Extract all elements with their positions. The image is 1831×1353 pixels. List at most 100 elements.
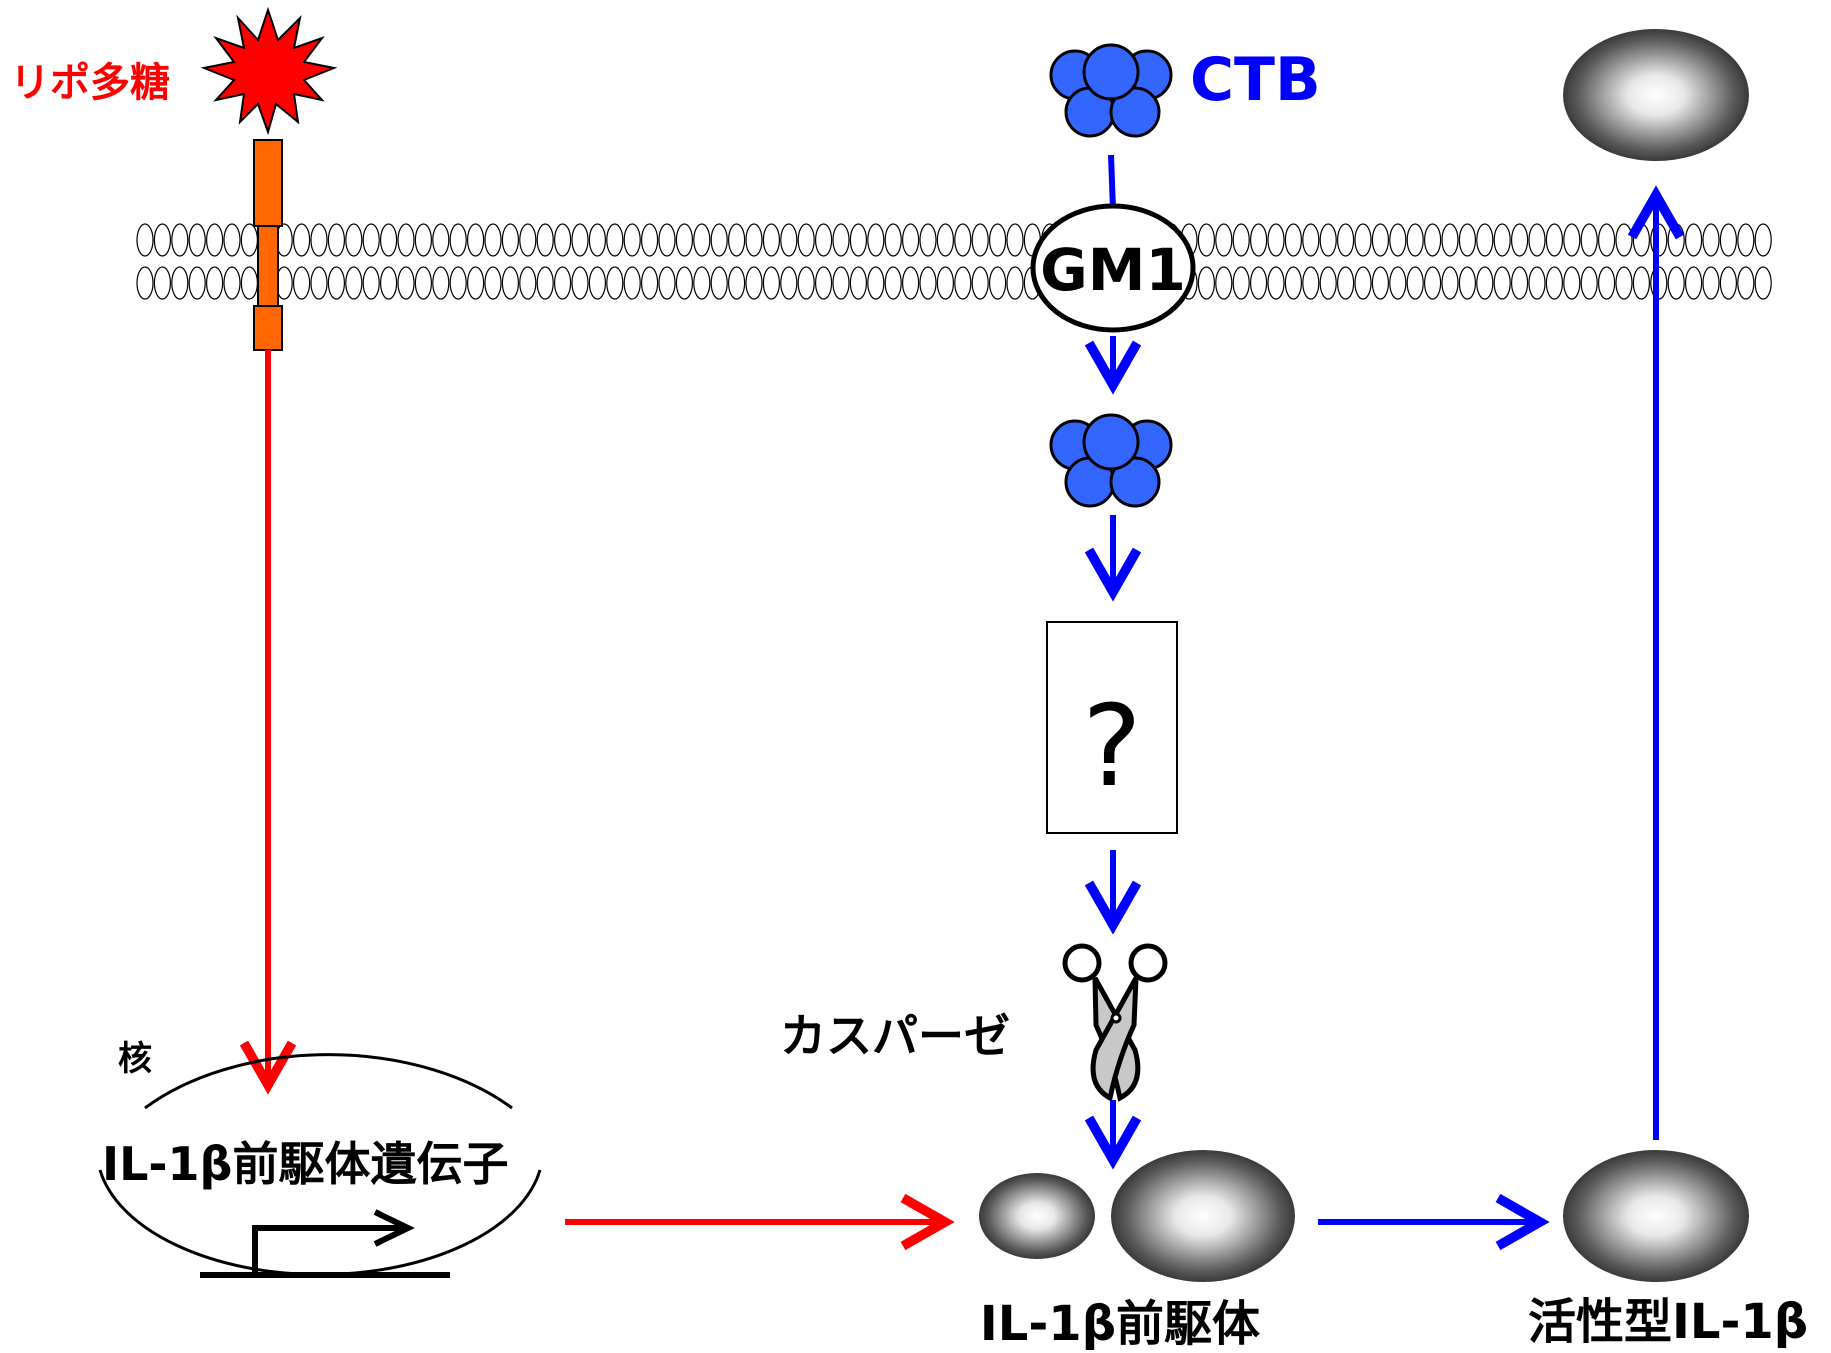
lipid-head <box>293 266 311 300</box>
unknown-factor-label: ? <box>1082 682 1141 812</box>
lipid-head <box>1284 266 1303 300</box>
lipid-head <box>606 266 624 300</box>
lipid-head <box>936 223 955 257</box>
lipid-head <box>588 266 607 300</box>
lipid-head <box>1406 223 1424 257</box>
lipid-head <box>1336 266 1355 300</box>
lipid-head <box>397 223 415 257</box>
lipid-head <box>936 266 955 300</box>
caspase-label: カスパーゼ <box>780 1009 1010 1063</box>
lipid-head <box>988 223 1007 257</box>
lipid-head <box>814 223 833 257</box>
lipid-head <box>484 266 502 300</box>
lipid-head <box>1667 223 1685 257</box>
il1b-precursor-protein <box>979 1150 1295 1282</box>
lipid-head <box>223 223 241 257</box>
lipid-head <box>727 266 746 300</box>
lipid-head <box>206 223 224 257</box>
lipid-head <box>1458 266 1477 300</box>
lipid-head <box>832 223 850 257</box>
lipid-head <box>780 223 798 257</box>
lipid-head <box>571 266 589 300</box>
lipid-head <box>397 266 415 300</box>
lipid-head <box>327 223 345 257</box>
lipid-head <box>1267 266 1285 300</box>
lipid-head <box>1528 223 1546 257</box>
lipid-head <box>1371 266 1390 300</box>
lps-receptor <box>253 139 283 351</box>
lipid-head <box>536 266 554 300</box>
lipid-head <box>901 266 920 300</box>
lipid-head <box>1476 266 1494 300</box>
lipid-head <box>553 266 572 300</box>
lipid-head <box>832 266 850 300</box>
lipid-head <box>1632 223 1651 257</box>
nucleus-envelope <box>144 1053 513 1110</box>
lipid-head <box>153 266 171 300</box>
lipid-head <box>553 223 572 257</box>
active-il1b-label: 活性型IL-1β <box>1528 1294 1808 1350</box>
gene-promoter-icon <box>200 1209 450 1278</box>
lipid-head <box>814 266 833 300</box>
precursor-label: IL-1β前駆体 <box>980 1296 1260 1352</box>
lipid-head <box>1232 223 1250 257</box>
lipid-head <box>240 223 258 257</box>
lipid-head <box>623 223 641 257</box>
lipid-head <box>762 223 781 257</box>
lipid-head <box>501 266 519 300</box>
lipid-head <box>188 223 206 257</box>
lipid-head <box>310 223 328 257</box>
lipid-head <box>432 223 450 257</box>
lipid-head <box>867 223 885 257</box>
lipid-head <box>1371 223 1390 257</box>
lipid-head <box>971 266 989 300</box>
lps-starburst-icon <box>200 6 338 136</box>
lipid-head <box>1441 266 1459 300</box>
lipid-head <box>588 223 607 257</box>
lipid-head <box>954 266 972 300</box>
lipid-head <box>901 223 920 257</box>
lipid-head <box>362 266 380 300</box>
lipid-head <box>762 266 781 300</box>
lipid-head <box>988 266 1007 300</box>
lipid-head <box>606 223 624 257</box>
lipid-head <box>1580 223 1598 257</box>
lipid-head <box>797 223 815 257</box>
lipid-head <box>501 223 519 257</box>
lipid-head <box>1232 266 1250 300</box>
lipid-head <box>1441 223 1459 257</box>
lipid-head <box>693 266 711 300</box>
lipid-head <box>1267 223 1285 257</box>
lipid-head <box>954 223 972 257</box>
lipid-head <box>380 266 398 300</box>
lipid-head <box>1684 266 1703 300</box>
lipid-head <box>919 223 937 257</box>
lipid-head <box>1284 223 1303 257</box>
lipid-head <box>380 223 398 257</box>
lipid-head <box>1354 266 1372 300</box>
ctb-internalized-icon <box>1049 413 1173 508</box>
lipid-head <box>362 223 380 257</box>
lipid-head <box>1406 266 1424 300</box>
lipid-head <box>536 223 554 257</box>
lipid-head <box>1302 223 1320 257</box>
lipid-head <box>727 223 746 257</box>
lipid-head <box>1563 223 1581 257</box>
lipid-head <box>1737 223 1755 257</box>
lipid-head <box>780 266 798 300</box>
secreted-il1b-protein <box>1563 29 1749 161</box>
lipid-head <box>240 266 258 300</box>
lipid-head <box>1580 266 1598 300</box>
lipid-head <box>710 223 728 257</box>
lipid-head <box>293 223 311 257</box>
lipid-head <box>153 223 171 257</box>
lipid-head <box>1510 223 1529 257</box>
lipid-head <box>1389 223 1407 257</box>
lipid-head <box>640 266 659 300</box>
lipid-head <box>1215 266 1233 300</box>
lipid-head <box>1354 223 1372 257</box>
lipid-head <box>519 266 537 300</box>
lipid-head <box>414 266 432 300</box>
lipid-head <box>1249 266 1268 300</box>
lipid-head <box>571 223 589 257</box>
